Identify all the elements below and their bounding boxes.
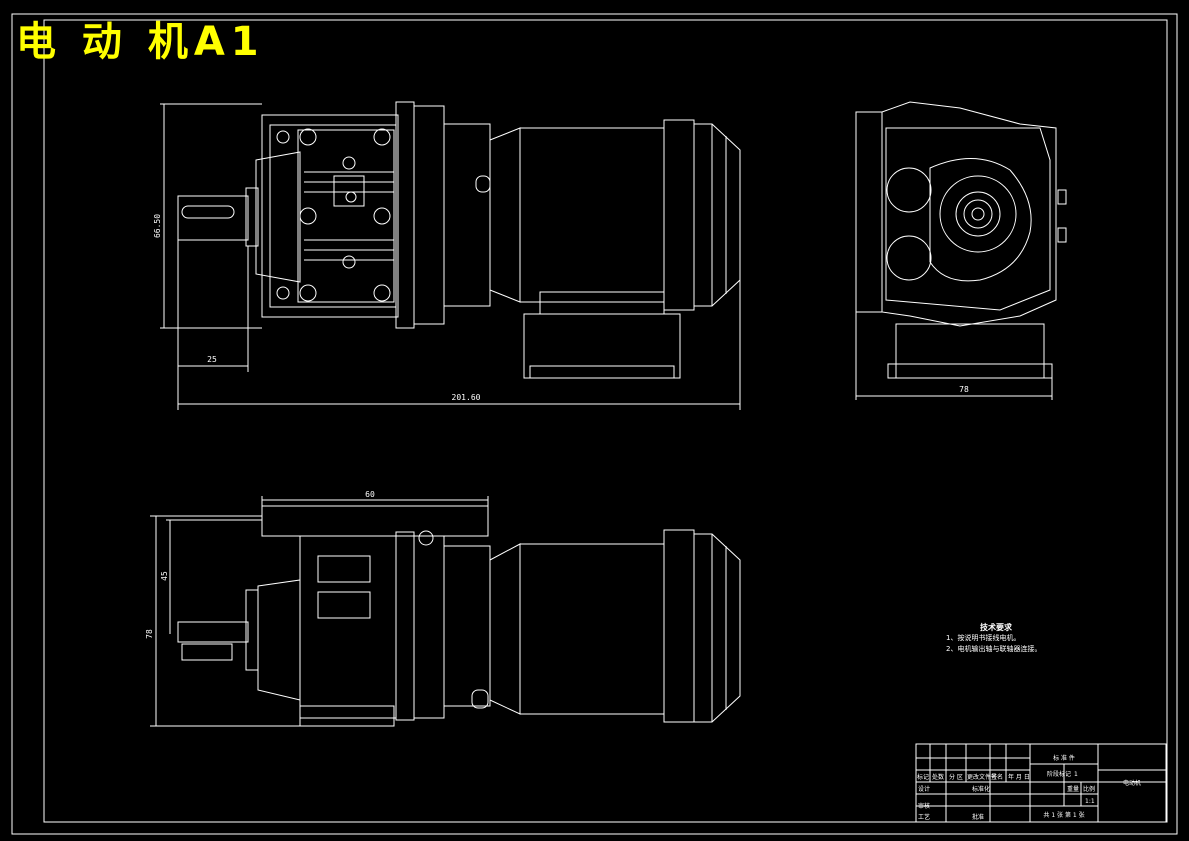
side-view-dimensions [855,312,1053,400]
dim-shaft-front: 25 [207,355,217,364]
notes-item-2: 2、电机输出轴与联轴器连接。 [946,645,1042,653]
tb-label-date: 年 月 日 [1008,773,1030,781]
technical-notes: 技术要求 1、按说明书接线电机。 2、电机输出轴与联轴器连接。 [946,622,1041,655]
sheet-border-inner [43,19,1168,823]
tb-label-count: 处数 [932,773,944,781]
tb-label-change: 更改文件号 [967,773,997,781]
tb-stage: 阶段标记 [1047,770,1071,778]
sheet-border-outer [11,13,1178,835]
dim-top-bottom: 60 [365,490,375,499]
tb-part-name: 电动机 [1123,779,1141,787]
tb-label-mark: 标记 [917,773,929,781]
dim-length-front: 201.60 [452,393,481,402]
notes-heading: 技术要求 [980,623,1012,632]
tb-design: 设计 [918,785,930,793]
dim-height-bottom: 78 [145,629,154,639]
notes-item-1: 1、按说明书接线电机。 [946,634,1021,642]
tb-craft: 工艺 [918,813,930,821]
tb-quantity: 1 [1074,771,1078,778]
tb-label-zone: 分 区 [949,773,963,781]
top-view [177,505,741,727]
tb-label-sign: 签名 [991,773,1003,781]
side-view [855,101,1067,379]
tb-weight: 重量 [1067,785,1079,793]
front-view-dimensions [160,103,741,410]
front-view [177,101,741,379]
dim-height-front: 66.50 [153,214,162,238]
tb-ratio: 比例 [1083,785,1095,793]
tb-sheet: 共 1 张 第 1 张 [1043,811,1084,819]
dim-mid-bottom: 45 [160,571,169,581]
title-block [915,743,1167,823]
top-view-dimensions [150,496,489,727]
tb-standard: 标准化 [972,785,990,793]
drawing-title: 电 动 机A1 [16,19,265,65]
tb-approve: 批准 [972,813,984,821]
tb-review: 审核 [918,802,930,810]
dim-width-side: 78 [959,385,969,394]
tb-material: 标 准 件 [1053,754,1075,762]
tb-scale: 1:1 [1085,798,1095,805]
